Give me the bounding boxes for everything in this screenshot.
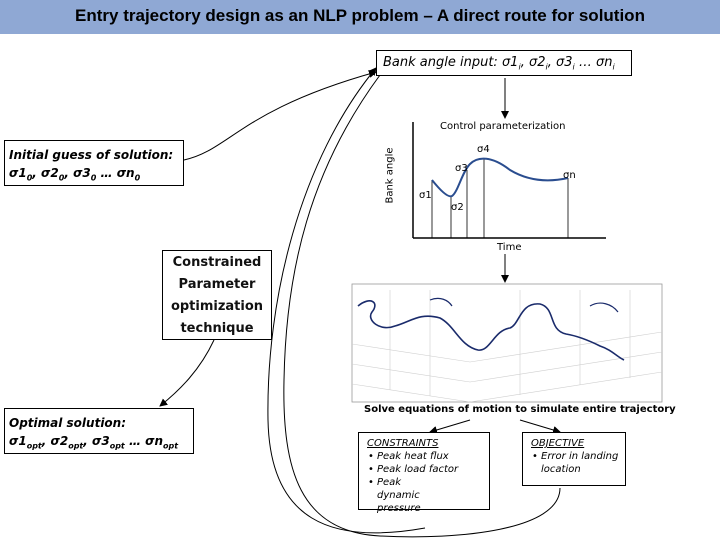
guess-sn: … σn — [100, 166, 135, 180]
control-point-sn: σn — [563, 170, 576, 181]
to-constraints-arrow — [429, 419, 471, 434]
guess-sn-sub: 0 — [134, 173, 141, 183]
feedback-loop-arrow-2 — [283, 74, 561, 538]
bank-input-prefix: Bank angle input: — [383, 55, 502, 70]
bank-input-sn-sub: i — [612, 62, 615, 72]
guess-s2: σ2 — [41, 166, 59, 180]
guess-s1-sub: 0 — [26, 173, 33, 183]
opt-s1: σ1 — [9, 434, 27, 448]
optimal-values: σ1opt, σ2opt, σ3opt … σnopt — [9, 434, 179, 451]
initial-guess-heading: Initial guess of solution: — [9, 148, 174, 162]
simulate-label: Solve equations of motion to simulate en… — [364, 404, 676, 415]
bank-input-s3-sub: i — [572, 62, 575, 72]
optimizer-line-3: optimization — [170, 299, 264, 314]
guess-to-bank-arrow — [183, 70, 377, 161]
constraints-box: CONSTRAINTS Peak heat flux Peak load fac… — [358, 432, 490, 514]
feedback-loop-arrow — [267, 67, 426, 534]
bank-input-s3: σ3 — [555, 55, 573, 70]
optimizer-to-optimal-arrow — [159, 339, 215, 407]
to-objective-arrow — [519, 419, 561, 434]
control-point-s1: σ1 — [419, 190, 432, 201]
opt-s2: σ2 — [50, 434, 69, 448]
guess-s2-sub: 0 — [58, 173, 65, 183]
objective-heading: OBJECTIVE — [531, 438, 585, 449]
constraint-item: Peak dynamic pressure — [368, 476, 447, 515]
optimal-solution-box: Optimal solution: σ1opt, σ2opt, σ3opt … … — [4, 408, 194, 454]
initial-guess-values: σ10, σ20, σ30 … σn0 — [9, 166, 141, 183]
objective-list: Error in landing location — [531, 450, 621, 476]
constraints-list: Peak heat flux Peak load factor Peak dyn… — [367, 450, 485, 515]
optimizer-line-4: technique — [180, 321, 254, 336]
bank-angle-input-box: Bank angle input: σ1i, σ2i, σ3i … σni — [376, 50, 632, 76]
trajectory-curve — [357, 300, 625, 361]
control-plot-title: Control parameterization — [440, 121, 566, 132]
opt-s3-sub: opt — [109, 441, 125, 451]
bank-input-s2-sub: i — [545, 62, 548, 72]
trajectory-plot-frame — [351, 283, 663, 403]
optimizer-line-1: Constrained — [172, 255, 262, 270]
initial-guess-box: Initial guess of solution: σ10, σ20, σ30… — [4, 140, 184, 186]
constraint-item: Peak load factor — [368, 463, 485, 476]
optimizer-line-2: Parameter — [178, 277, 256, 292]
objective-item: Error in landing location — [532, 450, 621, 476]
opt-s2-sub: opt — [68, 441, 84, 451]
opt-s3: σ3 — [92, 434, 110, 448]
control-plot-x-label: Time — [497, 242, 522, 253]
bank-input-sn: … σn — [578, 55, 613, 70]
guess-s3-sub: 0 — [90, 173, 97, 183]
opt-s1-sub: opt — [26, 441, 42, 451]
guess-s3: σ3 — [73, 166, 91, 180]
control-point-s4: σ4 — [477, 144, 490, 155]
constraint-item: Peak heat flux — [368, 450, 485, 463]
objective-box: OBJECTIVE Error in landing location — [522, 432, 626, 486]
control-point-s3: σ3 — [455, 163, 468, 174]
title-bar — [0, 0, 720, 34]
constraints-heading: CONSTRAINTS — [367, 438, 439, 449]
opt-sn-sub: opt — [163, 441, 179, 451]
bank-input-s1-sub: i — [518, 62, 521, 72]
slide-title: Entry trajectory design as an NLP proble… — [75, 6, 645, 25]
bank-angle-curve — [431, 157, 569, 198]
opt-sn: … σn — [128, 434, 164, 448]
control-point-s2: σ2 — [451, 202, 464, 213]
control-plot-y-label: Bank angle — [384, 147, 396, 204]
optimal-heading: Optimal solution: — [9, 416, 127, 430]
bank-input-s2: σ2 — [528, 55, 546, 70]
optimizer-box: Constrained Parameter optimization techn… — [162, 250, 272, 340]
trajectory-grid — [351, 290, 663, 403]
bank-input-s1: σ1 — [501, 55, 519, 70]
guess-s1: σ1 — [9, 166, 27, 180]
